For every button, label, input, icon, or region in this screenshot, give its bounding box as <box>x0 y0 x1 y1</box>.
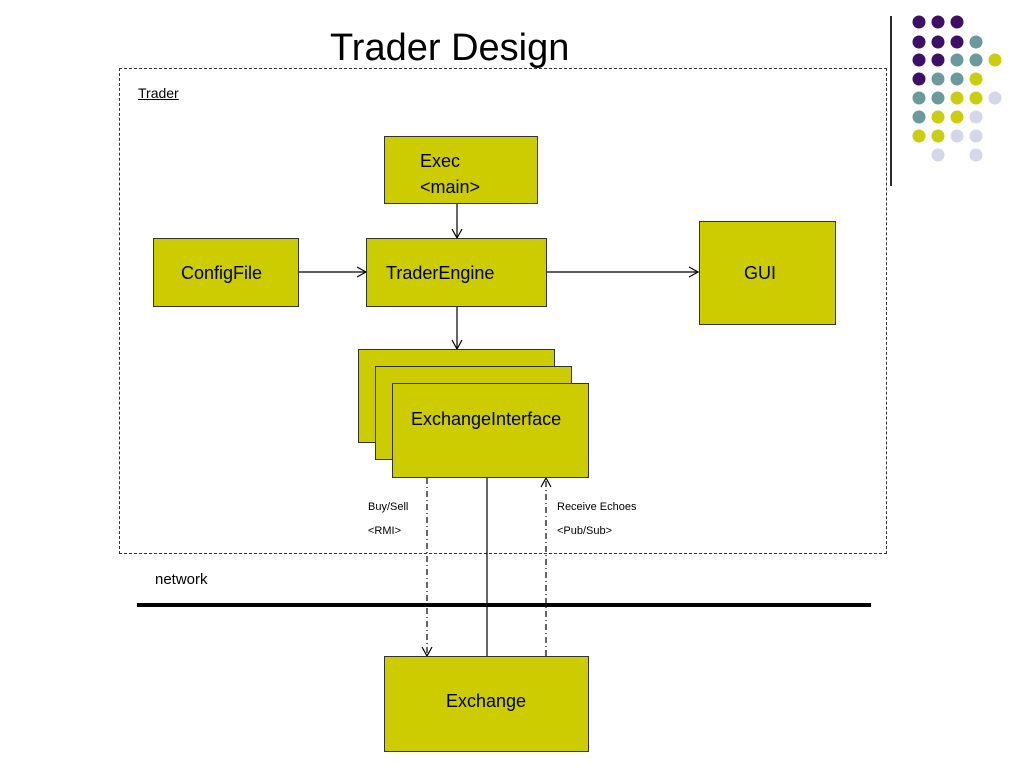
decorative-dot <box>931 110 945 124</box>
node-exchangeinterface-label: ExchangeInterface <box>411 409 562 429</box>
node-traderengine[interactable]: TraderEngine <box>366 238 547 307</box>
decorative-dot <box>950 15 964 29</box>
decorative-dot <box>931 35 945 49</box>
decorative-dot <box>931 72 945 86</box>
decorative-dot <box>912 91 926 105</box>
node-configfile-label: ConfigFile <box>181 263 263 283</box>
node-traderengine-label: TraderEngine <box>386 263 495 283</box>
slide-title: Trader Design <box>330 27 570 69</box>
node-exec-stereotype: <main> <box>420 177 481 197</box>
node-configfile[interactable]: ConfigFile <box>153 238 299 307</box>
decorative-dot <box>912 53 926 67</box>
decorative-vertical-line <box>890 16 892 186</box>
trader-boundary <box>119 68 887 554</box>
decorative-dot <box>912 35 926 49</box>
decorative-dot <box>969 35 983 49</box>
node-exchange-label: Exchange <box>446 691 527 711</box>
edge-receive-echoes-label: Receive Echoes <box>557 501 637 513</box>
decorative-dot <box>950 53 964 67</box>
edge-receive-echoes-protocol: <Pub/Sub> <box>557 525 613 537</box>
decorative-dot <box>969 129 983 143</box>
edge-buy-sell-protocol: <RMI> <box>368 525 402 537</box>
decorative-dot <box>969 110 983 124</box>
decorative-dot <box>950 72 964 86</box>
decorative-dot <box>969 53 983 67</box>
decorative-dot <box>912 110 926 124</box>
decorative-dot <box>931 148 945 162</box>
decorative-dot <box>988 91 1002 105</box>
decorative-dot <box>912 72 926 86</box>
decorative-dot <box>931 129 945 143</box>
decorative-dot <box>969 148 983 162</box>
decorative-dot <box>912 129 926 143</box>
decorative-dot <box>931 15 945 29</box>
decorative-dot <box>969 91 983 105</box>
decorative-dot <box>950 35 964 49</box>
node-exec[interactable]: Exec <main> <box>384 136 538 204</box>
node-exchange[interactable]: Exchange <box>384 656 589 752</box>
decorative-dot <box>912 15 926 29</box>
edge-buy-sell-label: Buy/Sell <box>368 501 409 513</box>
decorative-dot <box>950 110 964 124</box>
decorative-dot <box>950 91 964 105</box>
node-gui-label: GUI <box>744 263 777 283</box>
decorative-dot <box>950 129 964 143</box>
node-exchangeinterface[interactable]: ExchangeInterface <box>392 383 589 478</box>
node-exec-label: Exec <box>420 151 461 171</box>
network-label: network <box>155 571 208 588</box>
decorative-dot <box>969 72 983 86</box>
trader-boundary-label: Trader <box>138 85 179 101</box>
decorative-dot <box>988 53 1002 67</box>
decorative-dot <box>931 91 945 105</box>
node-gui[interactable]: GUI <box>699 221 836 325</box>
decorative-dot-grid <box>912 15 1002 162</box>
decorative-dot <box>931 53 945 67</box>
network-line <box>137 603 871 607</box>
